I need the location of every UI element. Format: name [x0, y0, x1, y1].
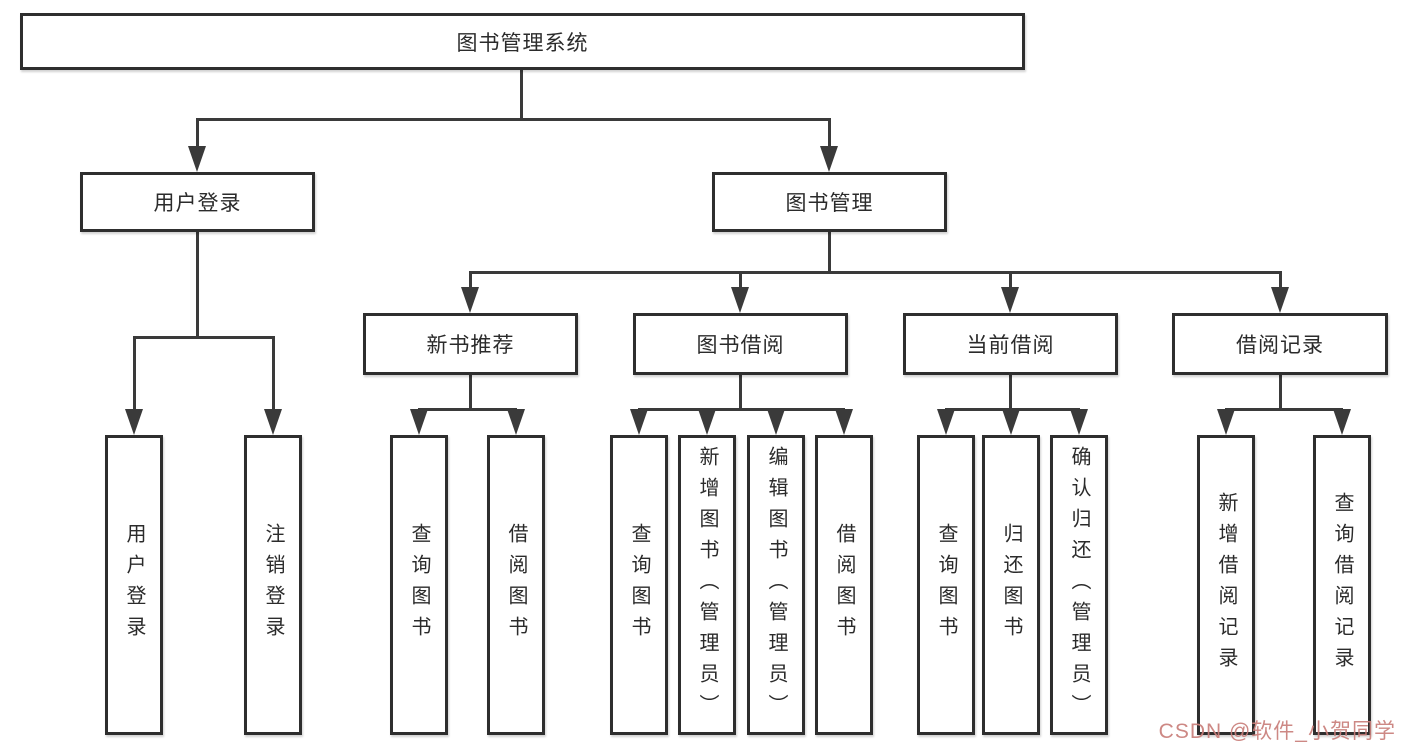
- connector-drop-book-management: [828, 118, 831, 148]
- arrowhead-leaf-confirm-return: [1070, 409, 1088, 435]
- leaf-add-borrow-record: 新增借阅记录: [1197, 435, 1255, 735]
- arrowhead-leaf-query-book-borrow: [630, 409, 648, 435]
- node-new-book-recommend: 新书推荐: [363, 313, 578, 375]
- leaf-query-book-borrow: 查询图书: [610, 435, 668, 735]
- leaf-logout: 注销登录: [244, 435, 302, 735]
- connector-drop-current-borrow: [1009, 271, 1012, 289]
- connector-borrow-records-stem: [1279, 375, 1282, 410]
- leaf-query-borrow-record-label: 查询借阅记录: [1331, 492, 1353, 678]
- arrowhead-user-login: [188, 146, 206, 172]
- node-book-borrow-label: 图书借阅: [696, 334, 785, 357]
- connector-drop-new-book-recommend: [469, 271, 472, 289]
- leaf-borrow-book-new-label: 借阅图书: [505, 523, 527, 647]
- leaf-logout-label: 注销登录: [262, 523, 284, 647]
- connector-user-login-spreader: [133, 336, 274, 339]
- node-user-login: 用户登录: [80, 172, 315, 232]
- connector-drop-leaf-logout: [272, 336, 275, 411]
- arrowhead-new-book-recommend: [461, 287, 479, 313]
- connector-user-login-stem: [196, 232, 199, 339]
- leaf-add-book-label: 新增图书（管理员）: [696, 445, 718, 725]
- leaf-borrow-book-borrow: 借阅图书: [815, 435, 873, 735]
- node-root-label: 图书管理系统: [456, 31, 589, 55]
- leaf-borrow-book-borrow-label: 借阅图书: [833, 523, 855, 647]
- node-current-borrow: 当前借阅: [903, 313, 1118, 375]
- arrowhead-leaf-edit-book: [767, 409, 785, 435]
- arrowhead-leaf-add-book: [698, 409, 716, 435]
- arrowhead-leaf-add-borrow-record: [1217, 409, 1235, 435]
- connector-new-book-recommend-spreader: [418, 408, 517, 411]
- leaf-return-book-label: 归还图书: [1000, 523, 1022, 647]
- leaf-query-borrow-record: 查询借阅记录: [1313, 435, 1371, 735]
- leaf-edit-book-label: 编辑图书（管理员）: [765, 445, 787, 725]
- arrowhead-leaf-return-book: [1002, 409, 1020, 435]
- connector-new-book-recommend-stem: [469, 375, 472, 410]
- leaf-add-book: 新增图书（管理员）: [678, 435, 736, 735]
- node-borrow-records: 借阅记录: [1172, 313, 1388, 375]
- connector-current-borrow-stem: [1009, 375, 1012, 410]
- arrowhead-leaf-query-book-new: [410, 409, 428, 435]
- leaf-query-book-current: 查询图书: [917, 435, 975, 735]
- connector-level2-spreader: [196, 118, 831, 121]
- connector-borrow-records-spreader: [1225, 408, 1343, 411]
- leaf-query-book-current-label: 查询图书: [935, 523, 957, 647]
- arrowhead-leaf-borrow-book-new: [507, 409, 525, 435]
- leaf-return-book: 归还图书: [982, 435, 1040, 735]
- node-new-book-recommend-label: 新书推荐: [426, 334, 515, 357]
- leaf-add-borrow-record-label: 新增借阅记录: [1215, 492, 1237, 678]
- leaf-borrow-book-new: 借阅图书: [487, 435, 545, 735]
- arrowhead-leaf-query-borrow-record: [1333, 409, 1351, 435]
- node-book-management: 图书管理: [712, 172, 947, 232]
- csdn-watermark: CSDN @软件_小贺同学: [1158, 720, 1396, 743]
- connector-drop-user-login: [196, 118, 199, 148]
- leaf-query-book-borrow-label: 查询图书: [628, 523, 650, 647]
- arrowhead-leaf-query-book-current: [937, 409, 955, 435]
- connector-drop-book-borrow: [739, 271, 742, 289]
- leaf-user-login-label: 用户登录: [123, 523, 145, 647]
- leaf-edit-book: 编辑图书（管理员）: [747, 435, 805, 735]
- leaf-confirm-return: 确认归还（管理员）: [1050, 435, 1108, 735]
- leaf-confirm-return-label: 确认归还（管理员）: [1068, 445, 1090, 725]
- connector-book-borrow-spreader: [638, 408, 845, 411]
- node-book-management-label: 图书管理: [785, 192, 874, 215]
- connector-drop-borrow-records: [1279, 271, 1282, 289]
- node-current-borrow-label: 当前借阅: [966, 334, 1055, 357]
- leaf-user-login: 用户登录: [105, 435, 163, 735]
- connector-level3-spreader: [469, 271, 1281, 274]
- connector-book-management-stem: [828, 232, 831, 274]
- node-borrow-records-label: 借阅记录: [1236, 334, 1324, 357]
- connector-root-stem: [520, 70, 523, 121]
- leaf-query-book-new: 查询图书: [390, 435, 448, 735]
- arrowhead-leaf-logout: [264, 409, 282, 435]
- arrowhead-leaf-user-login: [125, 409, 143, 435]
- node-user-login-label: 用户登录: [153, 192, 242, 215]
- connector-book-borrow-stem: [739, 375, 742, 410]
- node-book-borrow: 图书借阅: [633, 313, 848, 375]
- arrowhead-borrow-records: [1271, 287, 1289, 313]
- arrowhead-book-management: [820, 146, 838, 172]
- leaf-query-book-new-label: 查询图书: [408, 523, 430, 647]
- arrowhead-book-borrow: [731, 287, 749, 313]
- arrowhead-leaf-borrow-book-borrow: [835, 409, 853, 435]
- arrowhead-current-borrow: [1001, 287, 1019, 313]
- node-root: 图书管理系统: [20, 13, 1025, 70]
- connector-drop-leaf-user-login: [133, 336, 136, 411]
